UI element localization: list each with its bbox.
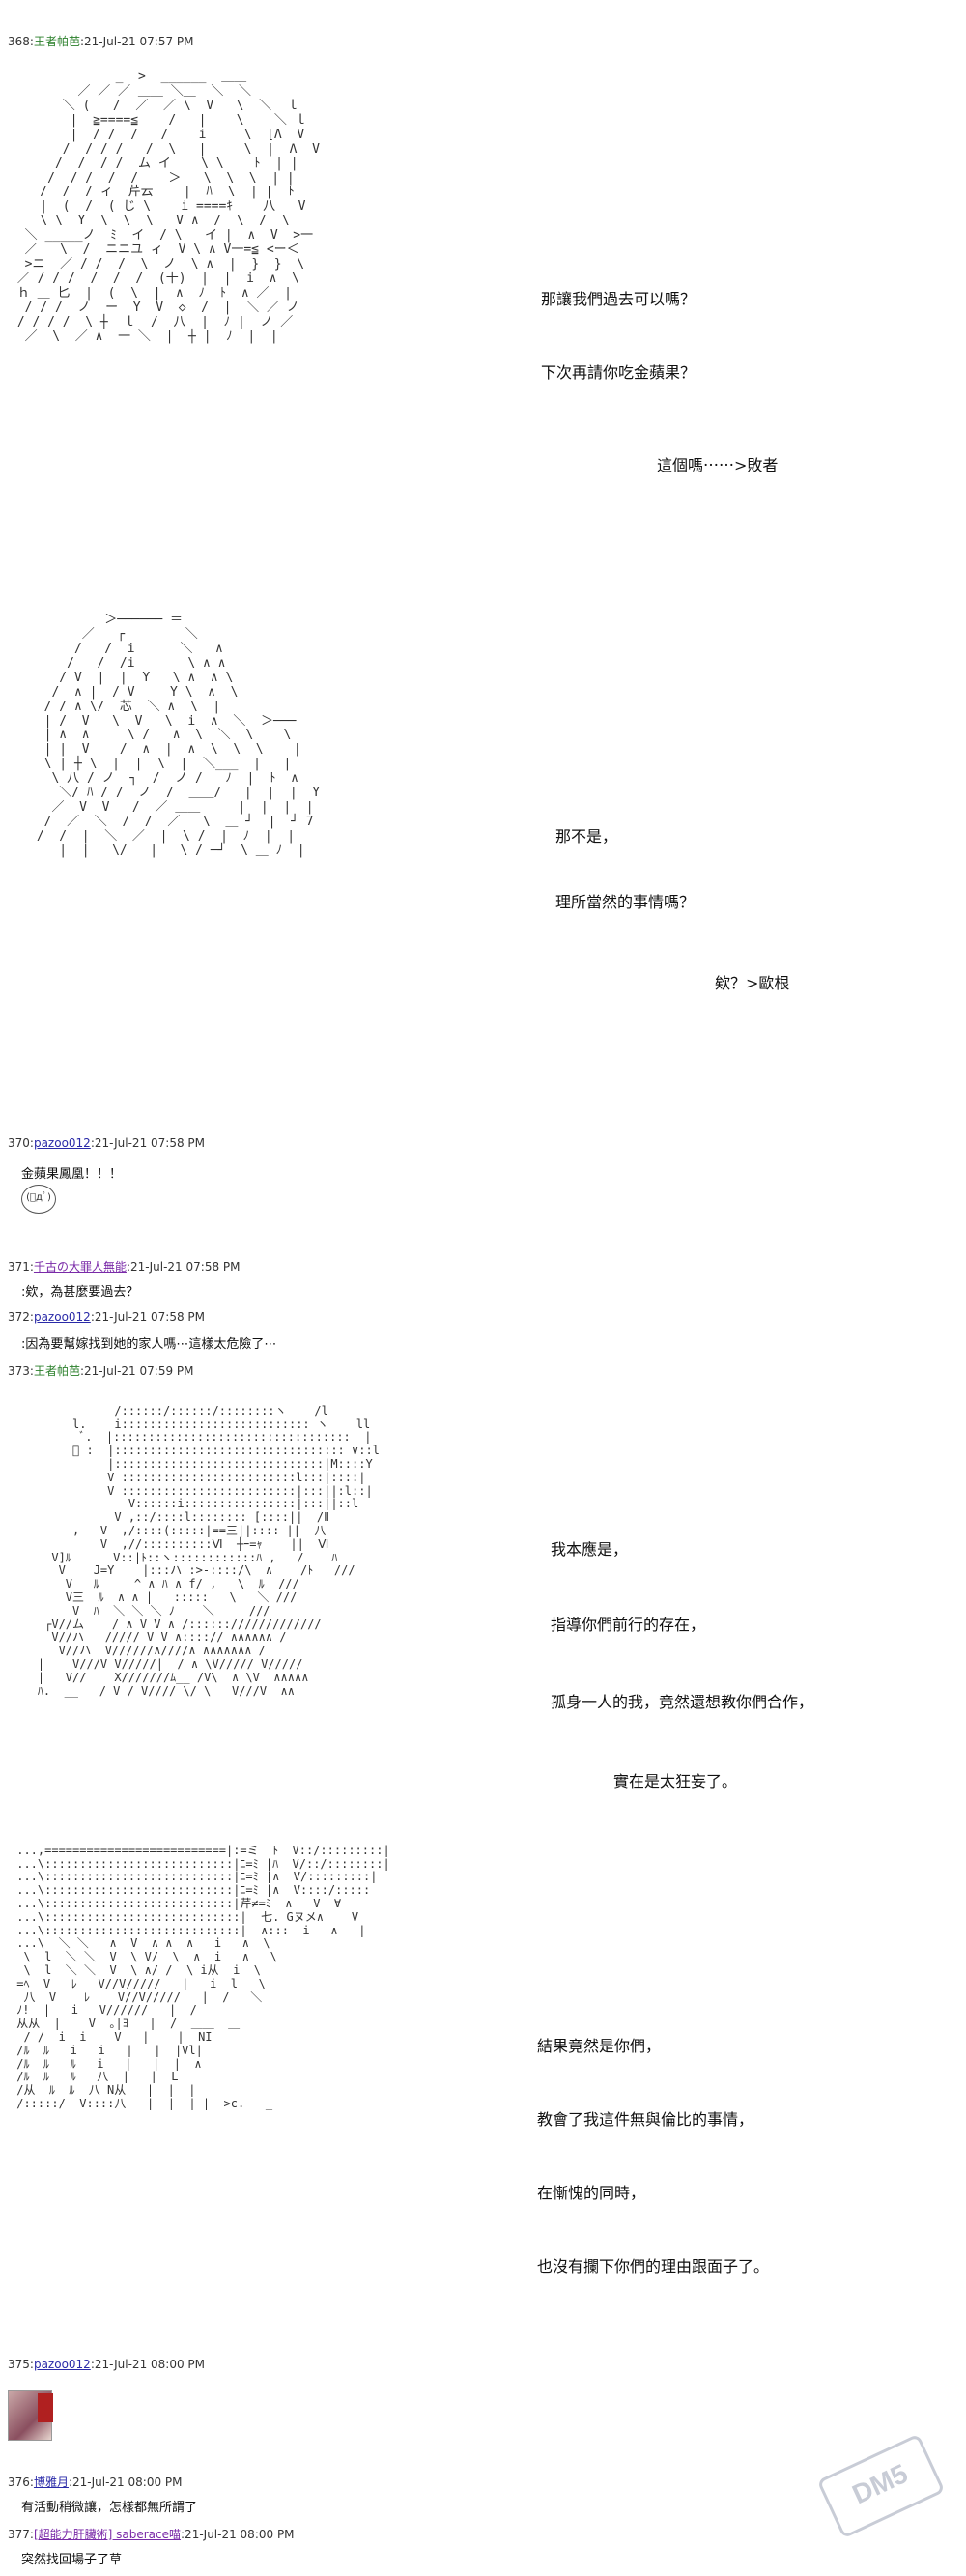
ascii-art-figure-3: /::::::/::::::/::::::::ヽ /l l. i::::::::… xyxy=(37,1403,380,1698)
dialog-line: 結果竟然是你們， xyxy=(537,2037,662,2055)
dialog-line: 在慚愧的同時， xyxy=(537,2184,646,2202)
dialog-line: 實在是太狂妄了。 xyxy=(613,1772,738,1790)
dialog-line: 欸？>歐根 xyxy=(715,974,790,992)
post-header-371: 371:千古の大罪人無能:21-Jul-21 07:58 PM xyxy=(8,1260,241,1274)
poster-name[interactable]: pazoo012 xyxy=(33,1136,91,1150)
dialog-line: 那讓我們過去可以嗎？ xyxy=(541,290,696,308)
post-body-370: 金蘋果鳳凰！！！ xyxy=(21,1167,123,1182)
post-body-376: 有活動稍微讓，怎樣都無所謂了 xyxy=(21,2501,198,2515)
avatar-stamp xyxy=(38,2393,53,2422)
dialog-line: 教會了我這件無與倫比的事情， xyxy=(537,2110,754,2129)
dialog-line: 我本應是， xyxy=(551,1540,629,1559)
post-header-373: 373:王者帕芭:21-Jul-21 07:59 PM xyxy=(8,1364,194,1378)
poster-name[interactable]: [超能力肝臟術] saberace喵 xyxy=(33,2528,182,2541)
dialog-line: 理所當然的事情嗎？ xyxy=(555,893,696,911)
post-header-370: 370:pazoo012:21-Jul-21 07:58 PM xyxy=(8,1136,206,1150)
post-header-377: 377:[超能力肝臟術] saberace喵:21-Jul-21 08:00 P… xyxy=(8,2528,295,2541)
post-header-368: 368:王者帕芭:21-Jul-21 07:57 PM xyxy=(8,35,194,48)
emoticon-face-icon: (ﾟдﾟ) xyxy=(21,1185,56,1214)
ascii-art-figure-1: _ > ______ ＿＿ ／ ／ ／ ＿＿ ＼＿ ＼ ＼ ＼ ( / ／ ／ … xyxy=(16,69,320,344)
dialog-line: 孤身一人的我，竟然還想教你們合作， xyxy=(551,1693,814,1711)
poster-name[interactable]: 王者帕芭 xyxy=(33,35,80,48)
site-watermark-logo: DM5 xyxy=(816,2433,946,2539)
dialog-line: 也沒有攔下你們的理由跟面子了。 xyxy=(537,2257,770,2275)
ascii-art-figure-4: ...,==========================|:=ミ ﾄ V::… xyxy=(16,1843,390,2110)
poster-name[interactable]: pazoo012 xyxy=(33,2358,91,2371)
ascii-art-figure-2: ＞────── ＝ ／ ┌ ＼ / / i ＼ ∧ / / /i \ ∧ ∧ /… xyxy=(36,612,321,858)
poster-name[interactable]: 王者帕芭 xyxy=(33,1364,80,1378)
user-avatar-image xyxy=(8,2390,53,2441)
dialog-line: 下次再請你吃金蘋果？ xyxy=(541,363,696,382)
post-header-375: 375:pazoo012:21-Jul-21 08:00 PM xyxy=(8,2358,206,2371)
poster-name[interactable]: pazoo012 xyxy=(33,1310,91,1324)
dialog-line: 那不是， xyxy=(555,827,618,845)
poster-name[interactable]: 博雅月 xyxy=(33,2476,69,2489)
dialog-line: 指導你們前行的存在， xyxy=(551,1616,706,1634)
post-body-371: :欸，為甚麼要過去？ xyxy=(21,1285,139,1300)
dialog-line: 這個嗎⋯⋯>敗者 xyxy=(657,456,779,474)
post-body-372: :因為要幫嫁找到她的家人嗎⋯這樣太危險了⋯ xyxy=(21,1337,277,1352)
poster-name[interactable]: 千古の大罪人無能 xyxy=(33,1260,127,1274)
post-body-377: 突然找回場子了草 xyxy=(21,2553,123,2567)
post-header-372: 372:pazoo012:21-Jul-21 07:58 PM xyxy=(8,1310,206,1324)
post-header-376: 376:博雅月:21-Jul-21 08:00 PM xyxy=(8,2476,183,2489)
